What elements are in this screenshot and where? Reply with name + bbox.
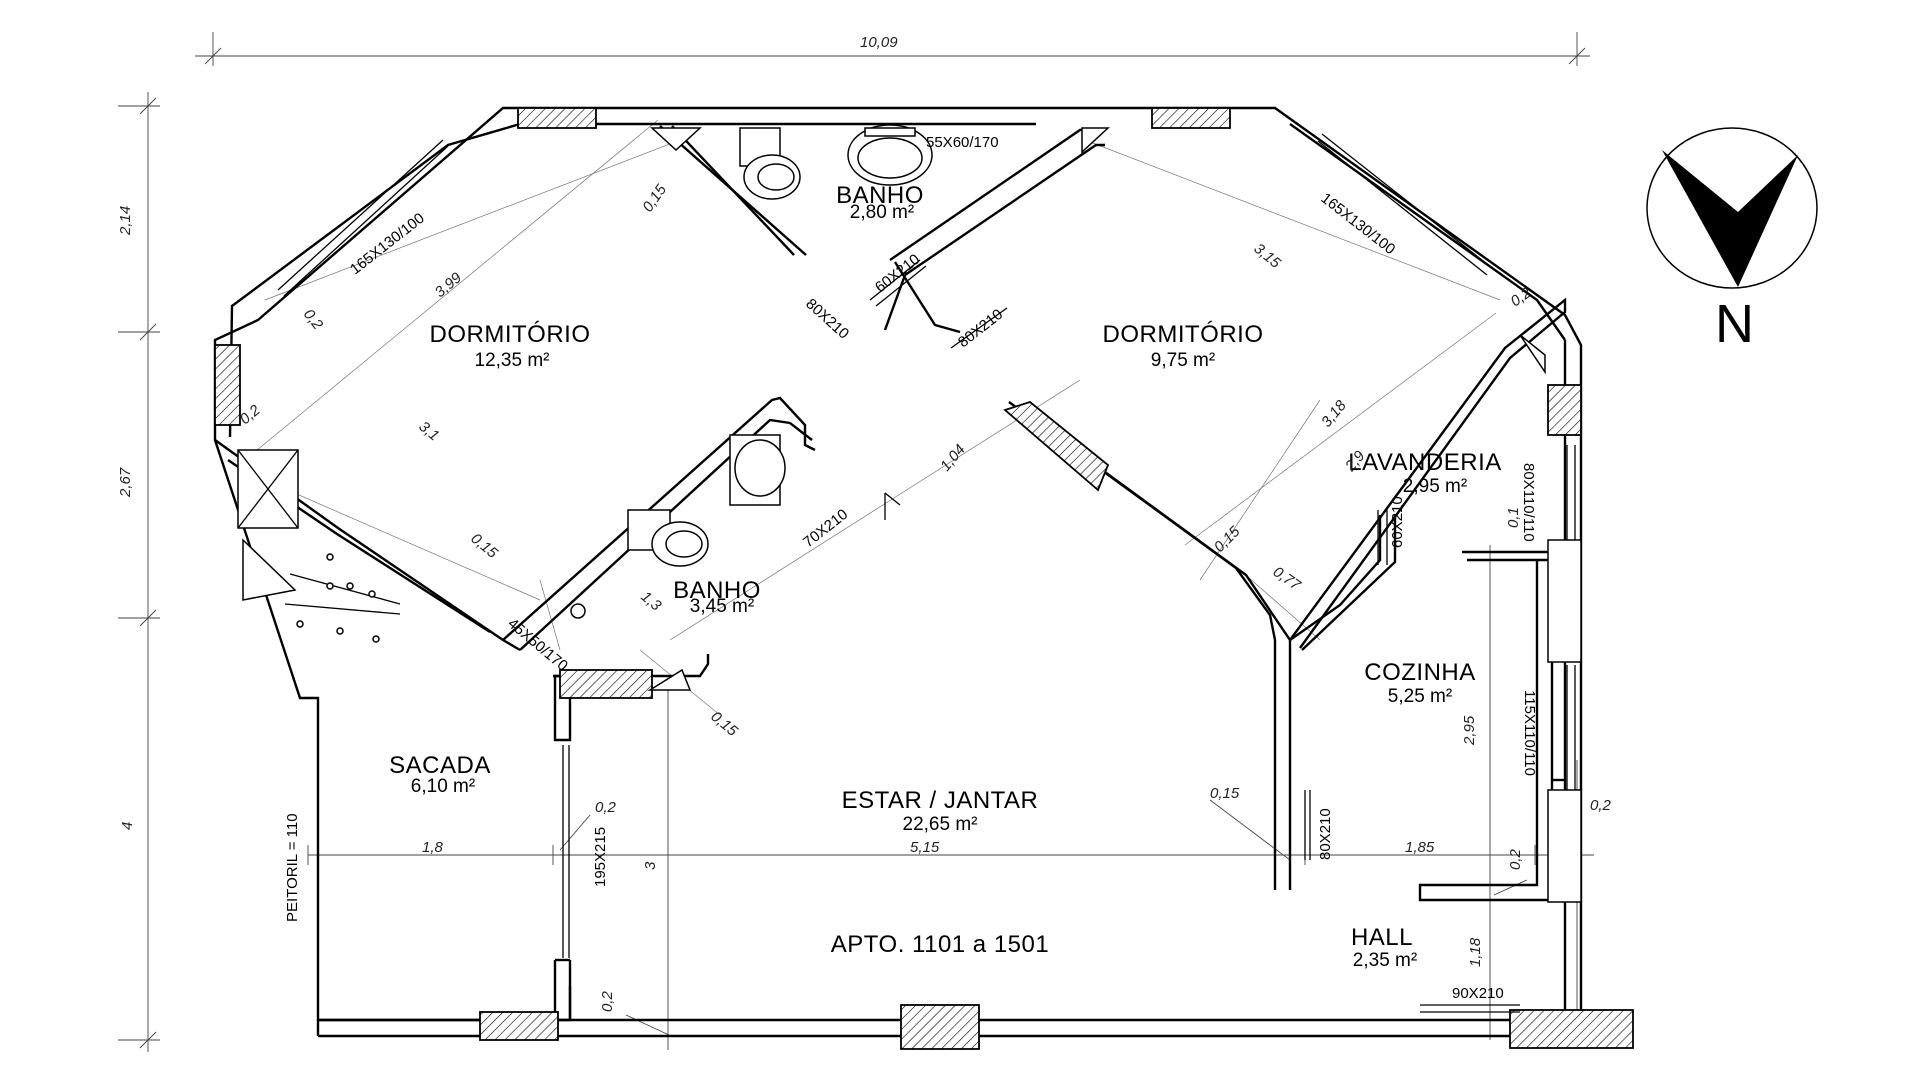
room-name-sacada: SACADA bbox=[389, 752, 491, 779]
dim-17: 0,2 bbox=[595, 799, 617, 816]
walls bbox=[213, 106, 1632, 1038]
room-name-estar-jantar: ESTAR / JANTAR bbox=[842, 787, 1039, 814]
opening-55x60: 55X60/170 bbox=[926, 134, 999, 151]
dim-25: 1,18 bbox=[1467, 937, 1484, 967]
clothesline bbox=[284, 553, 401, 643]
dim-23: 5,15 bbox=[910, 839, 940, 856]
dim-21: 1,8 bbox=[422, 839, 444, 856]
opening-80x210-b: 80X210 bbox=[955, 306, 1006, 351]
dim-6: 1,3 bbox=[637, 588, 664, 615]
peitoril-label: PEITORIL = 110 bbox=[284, 813, 301, 922]
dim-7: 1,04 bbox=[937, 441, 969, 474]
north-arrow-icon bbox=[1662, 150, 1798, 287]
dim-15: 2,95 bbox=[1461, 715, 1478, 746]
room-name-hall: HALL bbox=[1351, 924, 1413, 951]
dim-12: 0,15 bbox=[1211, 523, 1244, 556]
left-dim-1: 2,14 bbox=[117, 206, 134, 236]
dim-5: 0,15 bbox=[467, 530, 501, 562]
dim-18: 0,15 bbox=[1210, 785, 1240, 802]
left-dim-3: 4 bbox=[119, 822, 136, 830]
hatched-columns bbox=[214, 107, 1634, 1050]
room-name-dormitorio-1: DORMITÓRIO bbox=[430, 321, 591, 348]
opening-80x210-living: 80X210 bbox=[1317, 808, 1334, 860]
room-area-sacada: 6,10 m² bbox=[411, 776, 475, 797]
room-area-lavanderia: 2,95 m² bbox=[1403, 476, 1467, 497]
room-name-dormitorio-2: DORMITÓRIO bbox=[1103, 321, 1264, 348]
opening-165x130-left: 165X130/100 bbox=[347, 210, 428, 278]
dim-26: 0,2 bbox=[599, 990, 616, 1012]
diagonal-measure-lines bbox=[244, 119, 1501, 716]
room-name-banho-2: BANHO bbox=[673, 577, 761, 604]
left-dim-2: 2,67 bbox=[117, 467, 134, 498]
room-name-lavanderia: LAVANDERIA bbox=[1348, 449, 1502, 476]
apartment-label: APTO. 1101 a 1501 bbox=[831, 931, 1049, 958]
opening-70x210: 70X210 bbox=[800, 506, 851, 551]
opening-115x110: 115X110/110 bbox=[1521, 690, 1538, 776]
room-name-banho-1: BANHO bbox=[836, 182, 924, 209]
windows bbox=[277, 133, 1582, 958]
room-area-banho-1: 2,80 m² bbox=[850, 202, 914, 223]
room-area-hall: 2,35 m² bbox=[1353, 950, 1417, 971]
dim-9: 0,2 bbox=[1508, 284, 1535, 310]
dim-16: 0,15 bbox=[707, 708, 741, 740]
bathroom-fixtures bbox=[237, 124, 1546, 691]
opening-60x210-laundry: 60X210 bbox=[1389, 496, 1406, 548]
north-label: N bbox=[1715, 294, 1754, 354]
dim-8: 3,15 bbox=[1250, 240, 1284, 272]
opening-80x210-a: 80X210 bbox=[802, 295, 852, 342]
doors bbox=[869, 259, 1520, 1013]
overall-width-dim: 10,09 bbox=[860, 34, 898, 51]
dim-1: 0,2 bbox=[300, 306, 327, 333]
north-arrow bbox=[1646, 127, 1818, 289]
dim-14: 0,1 bbox=[1505, 507, 1522, 528]
opening-80x110: 80X110/110 bbox=[1520, 463, 1537, 542]
opening-45x50: 45X50/170 bbox=[504, 615, 571, 675]
dim-0: 0,15 bbox=[639, 181, 670, 215]
opening-195x215: 195X215 bbox=[592, 827, 609, 887]
room-area-banho-2: 3,45 m² bbox=[690, 596, 754, 617]
dim-20: 0,2 bbox=[1590, 797, 1612, 814]
dim-2: 3,99 bbox=[432, 269, 466, 301]
dim-13: 0,77 bbox=[1270, 563, 1304, 594]
room-area-cozinha: 5,25 m² bbox=[1388, 686, 1452, 707]
dim-24: 1,85 bbox=[1405, 839, 1435, 856]
opening-90x210: 90X210 bbox=[1452, 985, 1504, 1002]
room-area-dormitorio-2: 9,75 m² bbox=[1151, 350, 1215, 371]
dim-19: 0,2 bbox=[1507, 848, 1524, 870]
dim-3: 3,1 bbox=[415, 418, 442, 444]
room-name-cozinha: COZINHA bbox=[1364, 659, 1476, 686]
room-area-dormitorio-1: 12,35 m² bbox=[475, 350, 550, 371]
dim-22: 3 bbox=[642, 861, 659, 870]
room-area-estar-jantar: 22,65 m² bbox=[903, 814, 978, 835]
opening-165x130-right: 165X130/100 bbox=[1318, 190, 1399, 258]
